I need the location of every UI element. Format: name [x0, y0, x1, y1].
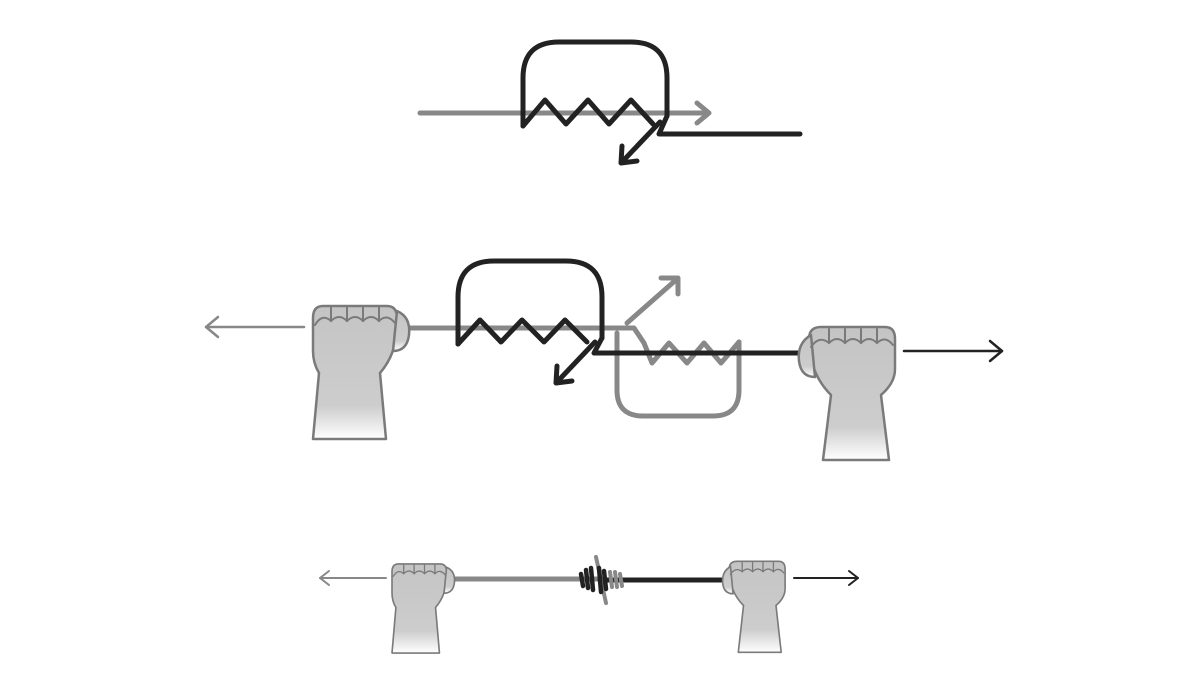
step3-twisted-splice	[578, 555, 624, 605]
step-2-pull	[204, 258, 1004, 462]
step1-dark-arrow-head	[618, 143, 640, 166]
step2-dark-wire-end	[554, 339, 598, 385]
step3-right-arrow-head	[848, 570, 859, 586]
step-3-finished-splice	[319, 555, 859, 654]
step2-right-arrow-head	[988, 339, 1004, 363]
step2-left-fist-icon	[311, 304, 411, 441]
step3-left-arrow-head	[319, 570, 330, 586]
step3-left-fist-icon	[391, 563, 456, 654]
step3-right-fist-icon	[721, 560, 786, 654]
step1-dark-wire-end	[619, 119, 663, 165]
step2-dark-wrap-zigzag	[455, 317, 590, 347]
step-1-wrap	[417, 39, 803, 166]
step2-gray-wrap-zigzag	[641, 339, 742, 366]
step1-dark-wire-tail	[656, 113, 803, 137]
step2-gray-wire-end	[624, 276, 680, 326]
step2-dark-arrow-head	[553, 363, 575, 386]
step2-gray-wire-loop	[614, 330, 742, 419]
step2-dark-wire-loop	[455, 258, 605, 347]
step1-dark-wrap-zigzag	[520, 97, 656, 129]
step1-dark-wire-loop	[520, 39, 670, 129]
step2-dark-wire	[591, 335, 813, 356]
step2-right-fist-icon	[797, 325, 897, 462]
step2-gray-arrow-head	[658, 275, 681, 297]
step2-left-arrow-head	[204, 315, 220, 339]
step1-gray-arrow-head	[694, 100, 712, 126]
step2-gray-wire	[397, 325, 647, 346]
